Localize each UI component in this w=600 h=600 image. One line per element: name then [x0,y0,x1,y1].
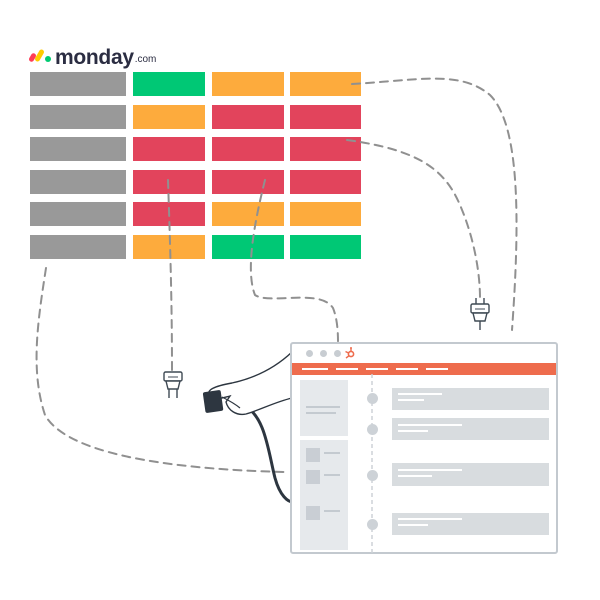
status-cell-orange[interactable] [290,72,361,96]
activity-card[interactable] [392,463,549,486]
board-item-cell[interactable] [30,235,126,259]
status-cell-green[interactable] [133,72,205,96]
board-item-cell[interactable] [30,137,126,161]
board-item-cell[interactable] [30,170,126,194]
status-cell-green[interactable] [290,235,361,259]
plug-icon [163,371,183,398]
timeline-dot [367,519,378,530]
nav-item[interactable] [426,368,448,370]
status-cell-green[interactable] [212,235,284,259]
status-cell-red[interactable] [133,137,205,161]
status-cell-orange[interactable] [290,202,361,226]
nav-item[interactable] [336,368,358,370]
status-cell-red[interactable] [290,170,361,194]
connector-line-middle [346,139,481,299]
activity-card[interactable] [392,418,549,440]
window-title-bar [292,344,556,363]
hubspot-sprocket-icon [345,347,355,359]
connector-line-top [351,77,518,331]
timeline-dot [367,470,378,481]
monday-logo: monday .com [28,40,157,69]
status-cell-red[interactable] [212,170,284,194]
sidebar-panel [300,380,348,436]
board-item-cell[interactable] [30,72,126,96]
status-cell-red[interactable] [290,137,361,161]
hand-holding-cable-icon [202,350,293,416]
timeline-dot [367,393,378,404]
timeline-dot [367,424,378,435]
status-cell-red[interactable] [133,170,205,194]
status-cell-orange[interactable] [212,72,284,96]
connector-line-left [35,267,286,473]
monday-logo-mark-icon [28,48,52,63]
nav-item[interactable] [396,368,418,370]
nav-item[interactable] [366,368,388,370]
status-cell-red[interactable] [212,137,284,161]
activity-card[interactable] [392,388,549,410]
crm-app-window [290,342,558,554]
hand-cable [242,403,294,504]
window-dot-icon [320,350,327,357]
nav-item[interactable] [302,368,328,370]
activity-card[interactable] [392,513,549,535]
window-dot-icon [334,350,341,357]
logo-suffix: .com [134,54,157,65]
status-cell-orange[interactable] [133,235,205,259]
status-cell-red[interactable] [212,105,284,129]
status-cell-orange[interactable] [133,105,205,129]
status-cell-red[interactable] [133,202,205,226]
status-cell-red[interactable] [290,105,361,129]
board-item-cell[interactable] [30,105,126,129]
app-nav-bar[interactable] [292,363,556,375]
sidebar-panel [300,440,348,550]
logo-wordmark: monday [55,46,134,69]
status-cell-orange[interactable] [212,202,284,226]
window-dot-icon [306,350,313,357]
plug-icon [470,298,490,330]
board-item-cell[interactable] [30,202,126,226]
